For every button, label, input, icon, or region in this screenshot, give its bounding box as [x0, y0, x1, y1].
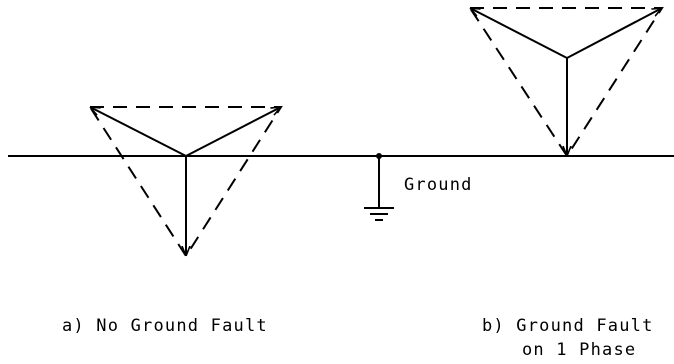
phasor-b-right — [566, 8, 662, 59]
phasor-a-right — [185, 107, 281, 157]
dashed-triangle-a — [88, 106, 283, 258]
caption-a: a) No Ground Fault — [62, 316, 268, 336]
caption-b-line2: on 1 Phase — [522, 340, 636, 360]
phasor-group-no-fault — [88, 106, 283, 258]
dashed-triangle-b — [468, 7, 664, 158]
caption-b-line1: b) Ground Fault — [482, 316, 654, 336]
ground-symbol — [364, 153, 394, 221]
phasor-group-fault — [468, 7, 664, 158]
phasor-b-left — [470, 8, 568, 59]
phasor-a-left — [90, 107, 187, 157]
ground-label: Ground — [404, 175, 473, 195]
